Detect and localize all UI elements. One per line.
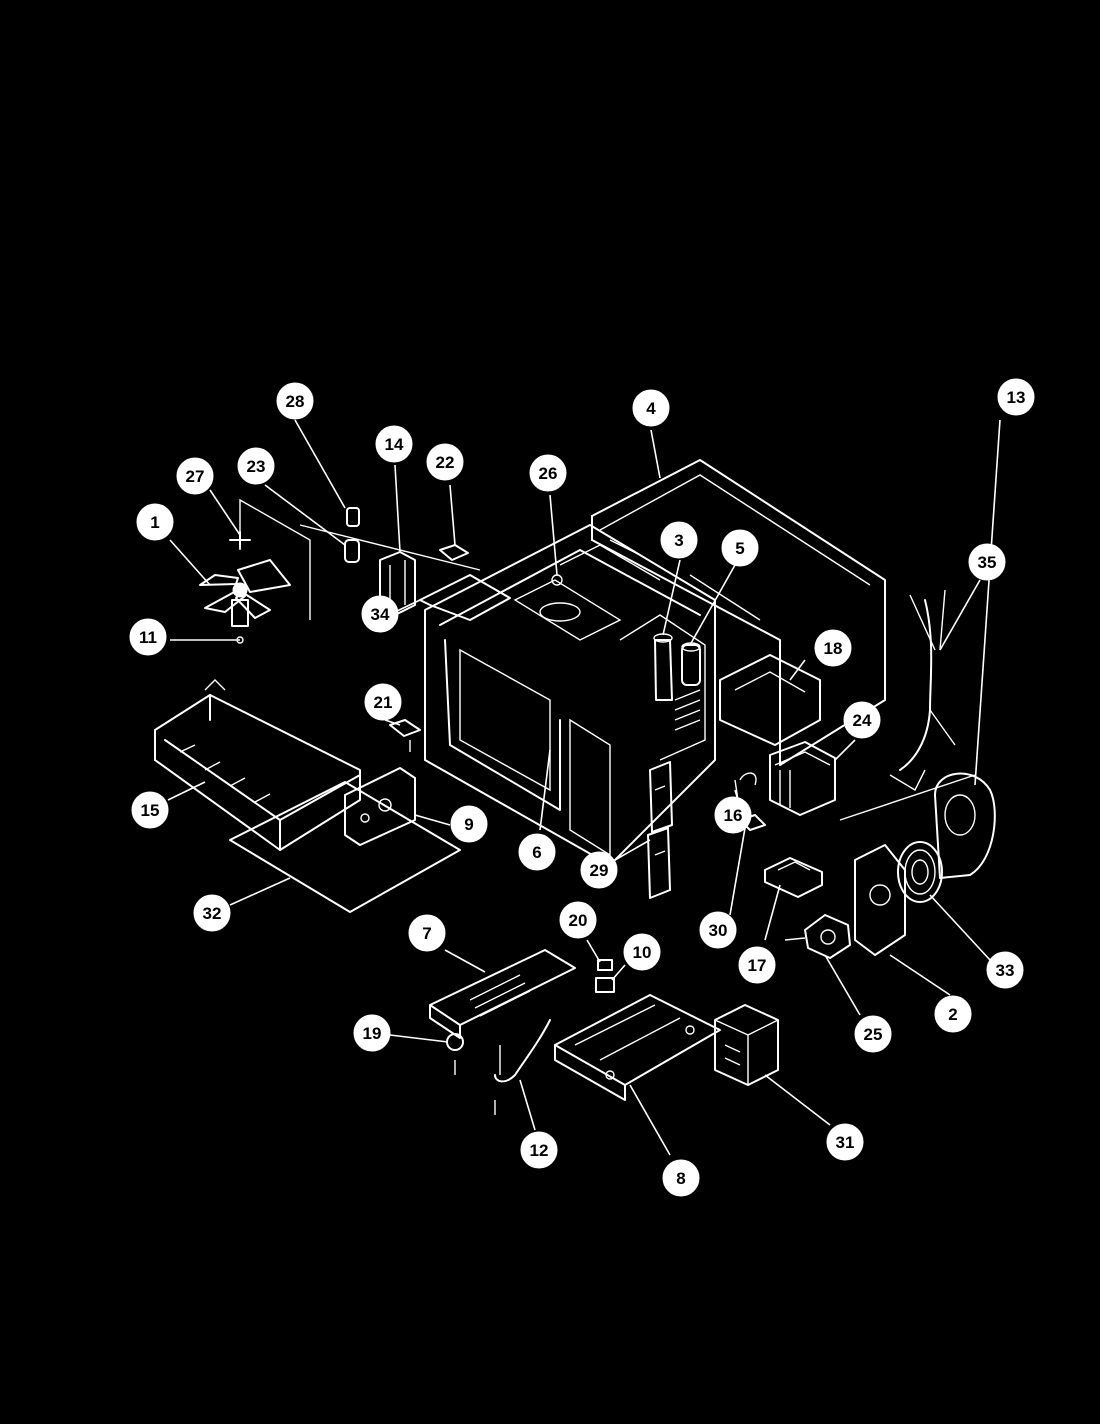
callout-3: 3 xyxy=(660,521,698,559)
part-12-drawing xyxy=(494,1019,551,1115)
callout-30: 30 xyxy=(699,911,737,949)
outer-cabinet-drawing xyxy=(591,459,886,766)
svg-text:17: 17 xyxy=(748,956,767,975)
svg-text:30: 30 xyxy=(709,921,728,940)
parts-10-20-drawing xyxy=(595,959,615,993)
callout-11: 11 xyxy=(129,618,167,656)
callout-17: 17 xyxy=(738,946,776,984)
part-22-drawing xyxy=(439,544,469,561)
part-2-drawing xyxy=(854,844,906,956)
callout-26: 26 xyxy=(529,454,567,492)
svg-text:25: 25 xyxy=(864,1025,883,1044)
svg-text:26: 26 xyxy=(539,464,558,483)
svg-text:10: 10 xyxy=(633,943,652,962)
svg-text:21: 21 xyxy=(374,693,393,712)
callout-16: 16 xyxy=(714,796,752,834)
part-15-drawing xyxy=(154,679,361,851)
svg-text:19: 19 xyxy=(363,1024,382,1043)
svg-text:34: 34 xyxy=(371,605,390,624)
svg-text:28: 28 xyxy=(286,392,305,411)
callout-34: 34 xyxy=(361,595,399,633)
callout-10: 10 xyxy=(623,933,661,971)
svg-text:33: 33 xyxy=(996,961,1015,980)
callout-4: 4 xyxy=(632,389,670,427)
svg-text:32: 32 xyxy=(203,904,222,923)
callout-9: 9 xyxy=(450,805,488,843)
callout-12: 12 xyxy=(520,1131,558,1169)
part-21-drawing xyxy=(389,719,421,752)
callout-28: 28 xyxy=(276,382,314,420)
svg-text:4: 4 xyxy=(646,399,656,418)
svg-text:1: 1 xyxy=(150,513,159,532)
svg-text:35: 35 xyxy=(978,553,997,572)
callout-6: 6 xyxy=(518,833,556,871)
callouts: 1 2 3 4 5 6 7 8 9 10 11 12 13 14 15 16 1… xyxy=(129,378,1035,1197)
callout-14: 14 xyxy=(375,425,413,463)
part-8-drawing xyxy=(554,994,721,1101)
part-7-drawing xyxy=(429,949,576,1039)
callout-22: 22 xyxy=(426,443,464,481)
part-24-drawing xyxy=(769,741,836,816)
svg-text:11: 11 xyxy=(139,628,157,647)
svg-text:16: 16 xyxy=(724,806,743,825)
callout-8: 8 xyxy=(662,1159,700,1197)
part-13-drawing xyxy=(839,772,996,879)
callout-31: 31 xyxy=(826,1123,864,1161)
callout-24: 24 xyxy=(843,701,881,739)
part-35-drawing xyxy=(889,589,956,791)
callout-33: 33 xyxy=(986,951,1024,989)
part-25-drawing xyxy=(784,914,851,959)
svg-text:12: 12 xyxy=(530,1141,549,1160)
callout-21: 21 xyxy=(364,683,402,721)
svg-text:2: 2 xyxy=(948,1005,957,1024)
callout-20: 20 xyxy=(559,901,597,939)
svg-text:27: 27 xyxy=(186,467,205,486)
svg-text:14: 14 xyxy=(385,435,404,454)
callout-5: 5 xyxy=(721,529,759,567)
svg-text:18: 18 xyxy=(824,639,843,658)
callout-7: 7 xyxy=(408,914,446,952)
callout-23: 23 xyxy=(237,447,275,485)
callout-1: 1 xyxy=(136,503,174,541)
svg-text:31: 31 xyxy=(836,1133,855,1152)
svg-text:22: 22 xyxy=(436,453,455,472)
callout-32: 32 xyxy=(193,894,231,932)
svg-text:23: 23 xyxy=(247,457,266,476)
fan-assembly-drawing xyxy=(199,498,311,644)
parts-23-28-drawing xyxy=(344,507,360,563)
callout-13: 13 xyxy=(997,378,1035,416)
callout-19: 19 xyxy=(353,1014,391,1052)
callout-27: 27 xyxy=(176,457,214,495)
part-drawings xyxy=(154,459,996,1115)
svg-text:6: 6 xyxy=(532,843,541,862)
svg-text:29: 29 xyxy=(590,861,609,880)
svg-text:5: 5 xyxy=(735,539,744,558)
callout-29: 29 xyxy=(580,851,618,889)
part-29-drawing xyxy=(647,761,673,899)
svg-text:24: 24 xyxy=(853,711,872,730)
svg-text:13: 13 xyxy=(1007,388,1026,407)
callout-25: 25 xyxy=(854,1015,892,1053)
callout-35: 35 xyxy=(968,543,1006,581)
svg-text:9: 9 xyxy=(464,815,473,834)
svg-text:8: 8 xyxy=(676,1169,685,1188)
part-18-drawing xyxy=(719,654,821,746)
svg-text:20: 20 xyxy=(569,911,588,930)
callout-15: 15 xyxy=(131,791,169,829)
svg-text:15: 15 xyxy=(141,801,160,820)
part-31-drawing xyxy=(714,1004,779,1086)
callout-2: 2 xyxy=(934,995,972,1033)
svg-text:3: 3 xyxy=(674,531,683,550)
cavity-frame-drawing xyxy=(424,524,716,866)
callout-18: 18 xyxy=(814,629,852,667)
svg-text:7: 7 xyxy=(422,924,431,943)
part-32-drawing xyxy=(229,781,461,913)
part-34-drawing xyxy=(299,524,511,621)
part-9-drawing xyxy=(344,767,416,846)
part-17-drawing xyxy=(764,857,823,898)
